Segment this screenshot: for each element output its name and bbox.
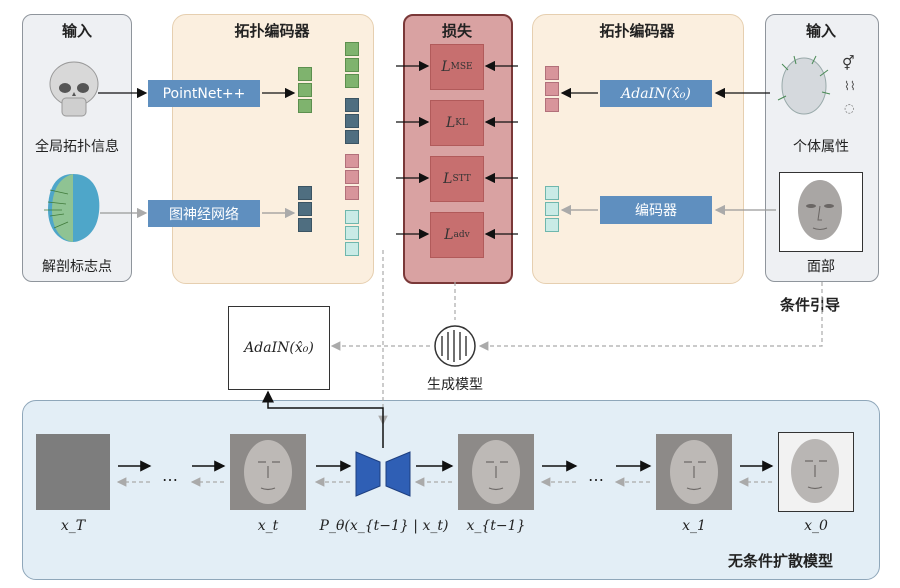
feature-cell (345, 42, 359, 56)
feature-cell (345, 210, 359, 224)
label-xt-1: x_{t−1} (466, 518, 526, 534)
encoder-button: 编码器 (600, 196, 712, 224)
feature-cell (545, 66, 559, 80)
encoder-right-title: 拓扑编码器 (599, 22, 675, 40)
unet-icon (355, 451, 411, 497)
feature-cell (345, 98, 359, 112)
feature-cell (545, 202, 559, 216)
gnn-button: 图神经网络 (148, 200, 260, 227)
feature-cell (545, 98, 559, 112)
label-x0: x_0 (804, 518, 828, 534)
input-left-item2: 解剖标志点 (42, 259, 112, 275)
face-drawings (244, 439, 839, 504)
feature-cell (298, 83, 312, 97)
feature-cell (298, 67, 312, 81)
feature-cell (298, 99, 312, 113)
label-x1: x_1 (682, 518, 706, 534)
input-right-item2: 面部 (807, 259, 835, 275)
pointnet-button: PointNet++ (148, 80, 260, 107)
svg-text:⌇⌇: ⌇⌇ (844, 79, 856, 93)
feature-cell (298, 186, 312, 200)
encoder-right-panel (532, 14, 744, 284)
adain-button: AdaIN(x̂₀) (600, 80, 712, 107)
svg-text:⚥: ⚥ (842, 55, 855, 72)
feature-cell (345, 154, 359, 168)
feature-cell (345, 186, 359, 200)
diffusion-title: 无条件扩散模型 (728, 552, 834, 570)
adain-box: AdaIN(x̂₀) (228, 306, 330, 390)
ellipsis-2: … (588, 466, 604, 485)
ellipsis-1: … (162, 466, 178, 485)
svg-text:◌: ◌ (844, 101, 854, 115)
feature-cell (345, 242, 359, 256)
skull-icon (49, 61, 99, 117)
face-icon (798, 180, 842, 240)
landmark-face-icon (44, 174, 100, 242)
feature-cell (298, 202, 312, 216)
input-right-title: 输入 (805, 22, 836, 40)
encoder-left-panel (172, 14, 374, 284)
feature-cell (345, 226, 359, 240)
encoder-left-title: 拓扑编码器 (234, 22, 310, 40)
feature-cell (545, 218, 559, 232)
feature-cell (345, 130, 359, 144)
input-left-title: 输入 (61, 22, 92, 40)
feature-cell (345, 58, 359, 72)
condition-guidance-label: 条件引导 (780, 296, 841, 314)
label-xT: x_T (60, 518, 86, 534)
feature-cell (545, 186, 559, 200)
input-left-item1: 全局拓扑信息 (35, 139, 119, 155)
loss-title: 损失 (441, 22, 472, 40)
generative-model-icon (434, 325, 476, 367)
feature-cell (345, 170, 359, 184)
head-attributes-icon: ⚥ ⌇⌇ ◌ (777, 55, 856, 115)
feature-cell (345, 74, 359, 88)
generative-model-label: 生成模型 (427, 377, 483, 393)
label-xt: x_t (257, 518, 279, 534)
feature-cell (345, 114, 359, 128)
diffusion-panel (22, 400, 880, 580)
label-p-theta: P_θ(x_{t−1} | x_t) (319, 518, 449, 534)
input-right-item1: 个体属性 (793, 139, 849, 155)
feature-cell (545, 82, 559, 96)
noise-image (36, 434, 110, 510)
feature-cell (298, 218, 312, 232)
